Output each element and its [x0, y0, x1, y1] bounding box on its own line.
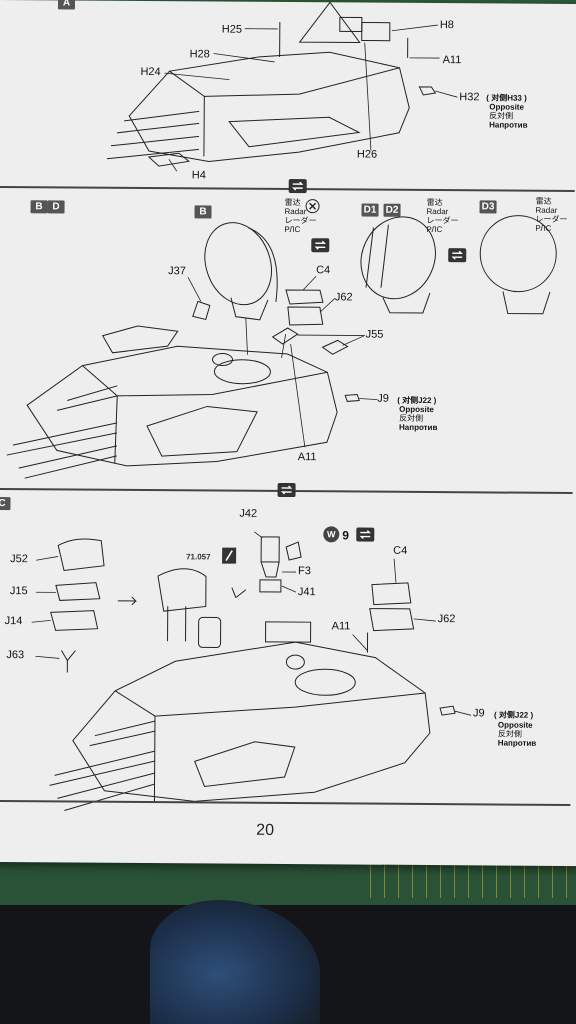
step-bd-drawing — [0, 0, 576, 484]
step-c-drawing — [0, 0, 576, 824]
flip-view-icon — [311, 238, 330, 253]
page-number: 20 — [256, 821, 275, 839]
part-label: J42 — [239, 507, 258, 520]
flip-view-icon — [288, 179, 307, 194]
opposite-note-cn: ( 对侧J22 ) — [493, 710, 534, 720]
part-label: J63 — [6, 649, 25, 662]
part-label: J15 — [9, 585, 28, 598]
opposite-note-jp: 反対側 — [497, 729, 522, 739]
part-label: C4 — [393, 544, 408, 557]
flip-view-icon — [448, 248, 467, 263]
opposite-note-ru: Напротив — [497, 738, 537, 748]
opposite-note-en: Opposite — [497, 720, 533, 730]
part-label: A11 — [331, 620, 351, 633]
part-label: J14 — [4, 615, 23, 628]
instruction-page: A H25 H8 H28 A11 — [0, 0, 576, 867]
part-label: F3 — [297, 565, 311, 578]
part-label: J9 — [472, 707, 485, 720]
part-label: J41 — [297, 586, 316, 599]
paint-brush-icon — [222, 547, 237, 564]
step-a-drawing — [0, 0, 576, 184]
part-label: J52 — [10, 553, 28, 566]
flip-view-icon — [356, 527, 375, 542]
part-label: J62 — [437, 613, 456, 626]
flip-view-icon — [277, 482, 296, 498]
no-glue-icon — [305, 199, 320, 214]
